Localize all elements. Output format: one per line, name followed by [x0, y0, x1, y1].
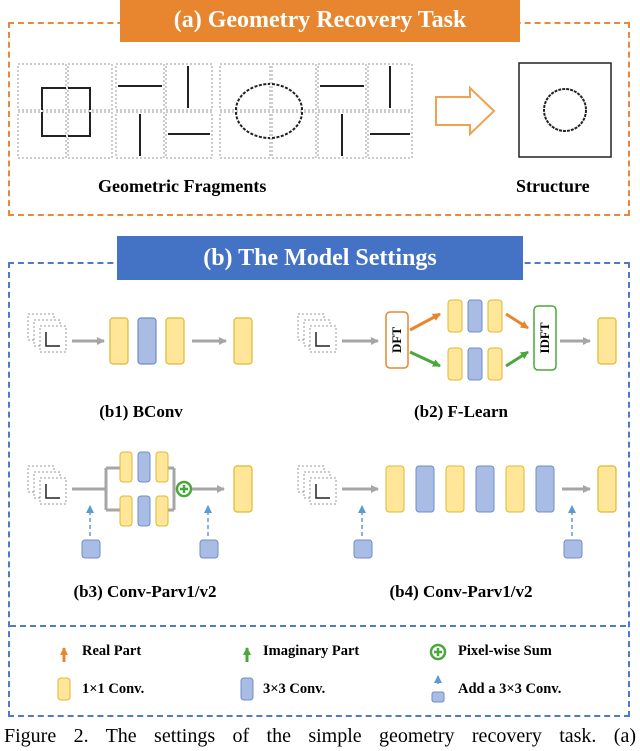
conv1x1-block — [165, 317, 185, 365]
geometric-fragments-grid — [17, 63, 413, 159]
legend-1x1-icon — [57, 677, 71, 701]
input-stack-b1 — [27, 313, 67, 353]
dft-label: DFT — [389, 327, 404, 353]
fragments-label: Geometric Fragments — [98, 176, 267, 196]
b2-label: (b2) F-Learn — [414, 402, 508, 421]
dft-box — [385, 311, 409, 369]
legend-sum-icon — [429, 643, 447, 661]
b4-label: (b4) Conv-Parv1/v2 — [389, 582, 533, 601]
circle-fragments — [235, 83, 304, 139]
legend-real-label: Real Part — [82, 643, 142, 659]
b1-label: (b1) BConv — [99, 402, 183, 421]
idft-label: IDFT — [537, 322, 552, 354]
legend-imaginary-label: Imaginary Part — [263, 643, 360, 659]
figure-caption: Figure 2. The settings of the simple geo… — [4, 725, 636, 747]
input-stack-b3 — [27, 465, 67, 505]
conv1x1-block — [109, 317, 129, 365]
input-stack-b4 — [297, 465, 337, 505]
structure-box — [518, 62, 612, 158]
idft-box — [533, 305, 557, 371]
conv3x3-block — [137, 317, 157, 365]
panel-a-header: (a) Geometry Recovery Task — [120, 0, 520, 42]
legend-3x3-icon — [240, 677, 254, 701]
orange-arrow — [435, 85, 496, 137]
legend-3x3-label: 3×3 Conv. — [263, 681, 326, 697]
legend-add-conv-icon — [431, 675, 445, 703]
panel-b-header: (b) The Model Settings — [117, 236, 523, 280]
conv1x1-block — [233, 317, 253, 365]
pixel-sum-icon — [175, 480, 193, 498]
input-stack-b2 — [297, 313, 337, 353]
fragment-strokes — [41, 66, 410, 156]
b3-label: (b3) Conv-Parv1/v2 — [73, 582, 217, 601]
legend-sum-label: Pixel-wise Sum — [458, 643, 552, 659]
structure-label: Structure — [516, 176, 590, 196]
legend-1x1-label: 1×1 Conv. — [82, 681, 145, 697]
structure-circle — [543, 88, 587, 132]
legend-add-conv-label: Add a 3×3 Conv. — [458, 681, 562, 697]
